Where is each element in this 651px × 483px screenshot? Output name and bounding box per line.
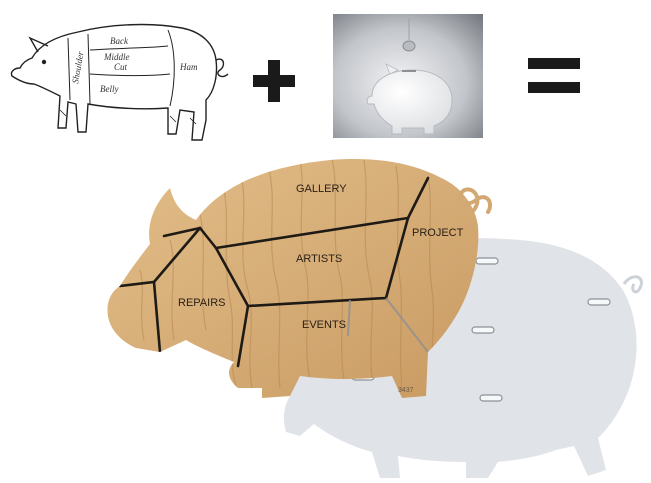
label-shoulder: Shoulder — [70, 50, 86, 84]
coin-icon — [403, 41, 415, 51]
section-repairs[interactable]: REPAIRS — [178, 297, 225, 309]
coin-slot — [472, 327, 494, 333]
label-middle: Middle — [103, 52, 130, 62]
coin-slot — [588, 299, 610, 305]
label-belly: Belly — [100, 84, 119, 94]
piggy-bank-photo — [333, 14, 483, 138]
label-ham: Ham — [179, 62, 198, 72]
section-artists[interactable]: ARTISTS — [296, 253, 342, 265]
section-project[interactable]: PROJECT — [412, 227, 464, 239]
section-gallery[interactable]: GALLERY — [296, 183, 347, 195]
small-mark: 3437 — [398, 387, 414, 394]
coin-slot — [480, 395, 502, 401]
plus-icon — [253, 60, 295, 102]
coin-slot — [476, 258, 498, 264]
section-events[interactable]: EVENTS — [302, 319, 346, 331]
equals-icon — [528, 58, 580, 93]
label-back: Back — [110, 36, 129, 46]
label-cut: Cut — [114, 62, 128, 72]
